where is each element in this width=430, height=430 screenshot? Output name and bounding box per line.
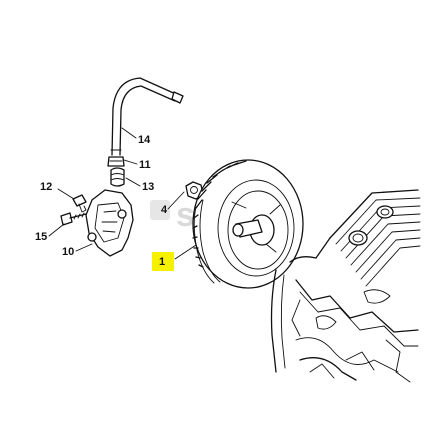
flywheel bbox=[192, 159, 304, 289]
spark-plug-terminal bbox=[107, 156, 125, 167]
callout-1: 1 bbox=[159, 256, 165, 268]
flywheel-fins bbox=[192, 160, 247, 284]
callout-13: 13 bbox=[142, 181, 154, 193]
callout-10: 10 bbox=[62, 246, 74, 258]
spark-plug bbox=[348, 230, 368, 246]
leader-lines bbox=[48, 127, 197, 260]
contact-spring bbox=[110, 167, 125, 187]
flywheel-hub bbox=[232, 214, 275, 246]
ignition-lead bbox=[110, 77, 184, 156]
module-screw-top bbox=[72, 194, 87, 213]
callout-11: 11 bbox=[139, 159, 151, 171]
engine-block bbox=[270, 189, 421, 383]
callouts: 14 11 13 12 15 10 4 1 bbox=[35, 134, 174, 271]
callout-12: 12 bbox=[40, 181, 52, 193]
module-screw-left bbox=[60, 212, 87, 226]
callout-4: 4 bbox=[161, 204, 168, 216]
callout-1-highlight: 1 bbox=[152, 252, 174, 271]
callout-15: 15 bbox=[35, 231, 47, 243]
callout-14: 14 bbox=[138, 134, 151, 146]
ignition-module bbox=[85, 189, 134, 257]
